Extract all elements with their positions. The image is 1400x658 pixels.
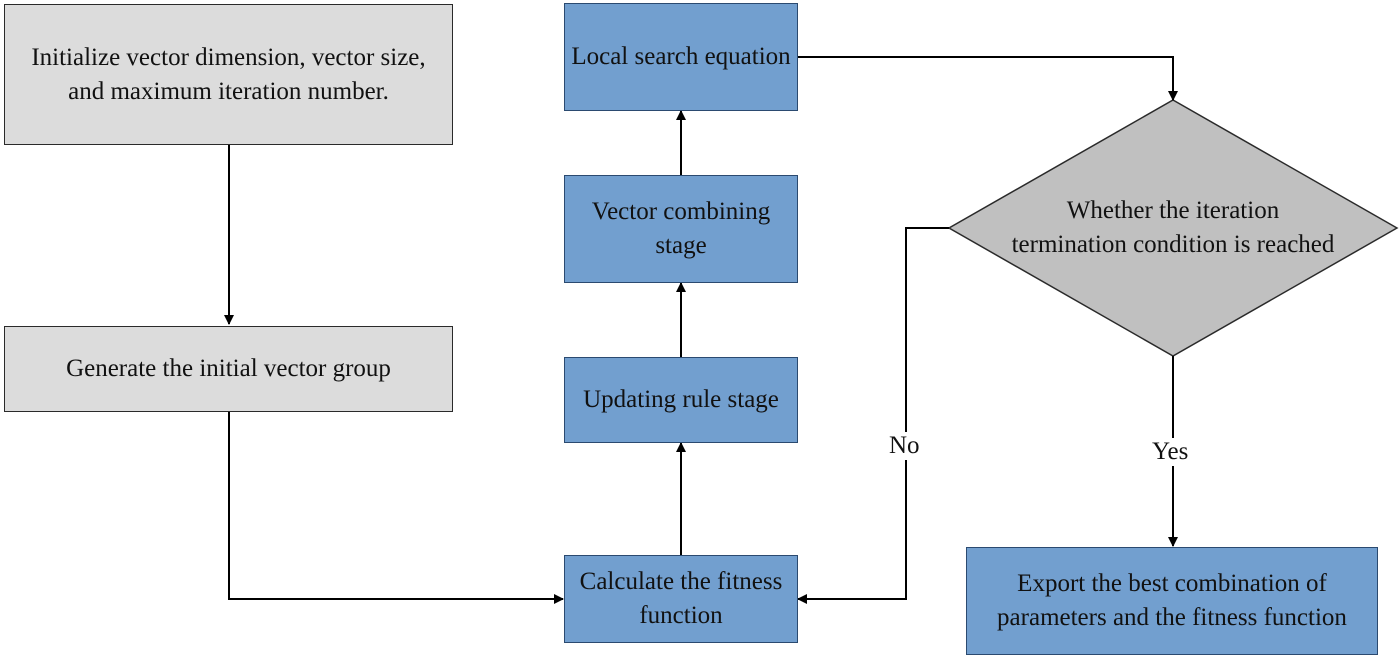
fitness-box-text: Calculate the fitness function <box>579 568 783 629</box>
init-box: Initialize vector dimension, vector size… <box>4 4 453 145</box>
fitness-box: Calculate the fitness function <box>564 555 798 643</box>
combine-box: Vector combining stage <box>564 175 798 283</box>
init-box-text: Initialize vector dimension, vector size… <box>31 43 426 105</box>
arrow-decision-no-to-fitness <box>797 227 949 604</box>
decision-text: Whether the iteration termination condit… <box>1011 197 1335 258</box>
generate-box: Generate the initial vector group <box>4 326 453 412</box>
local-search-box: Local search equation <box>564 3 798 111</box>
arrow-local-to-decision <box>797 56 1178 101</box>
local-search-box-text: Local search equation <box>571 43 791 70</box>
combine-box-text: Vector combining stage <box>591 198 771 259</box>
export-box: Export the best combination of parameter… <box>966 547 1378 655</box>
update-box: Updating rule stage <box>564 357 798 443</box>
export-box-text: Export the best combination of parameter… <box>997 570 1347 631</box>
update-box-text: Updating rule stage <box>583 386 779 413</box>
generate-box-text: Generate the initial vector group <box>66 355 391 382</box>
arrow-generate-to-fitness <box>228 412 564 604</box>
no-label: No <box>887 432 922 460</box>
yes-label: Yes <box>1150 438 1191 466</box>
